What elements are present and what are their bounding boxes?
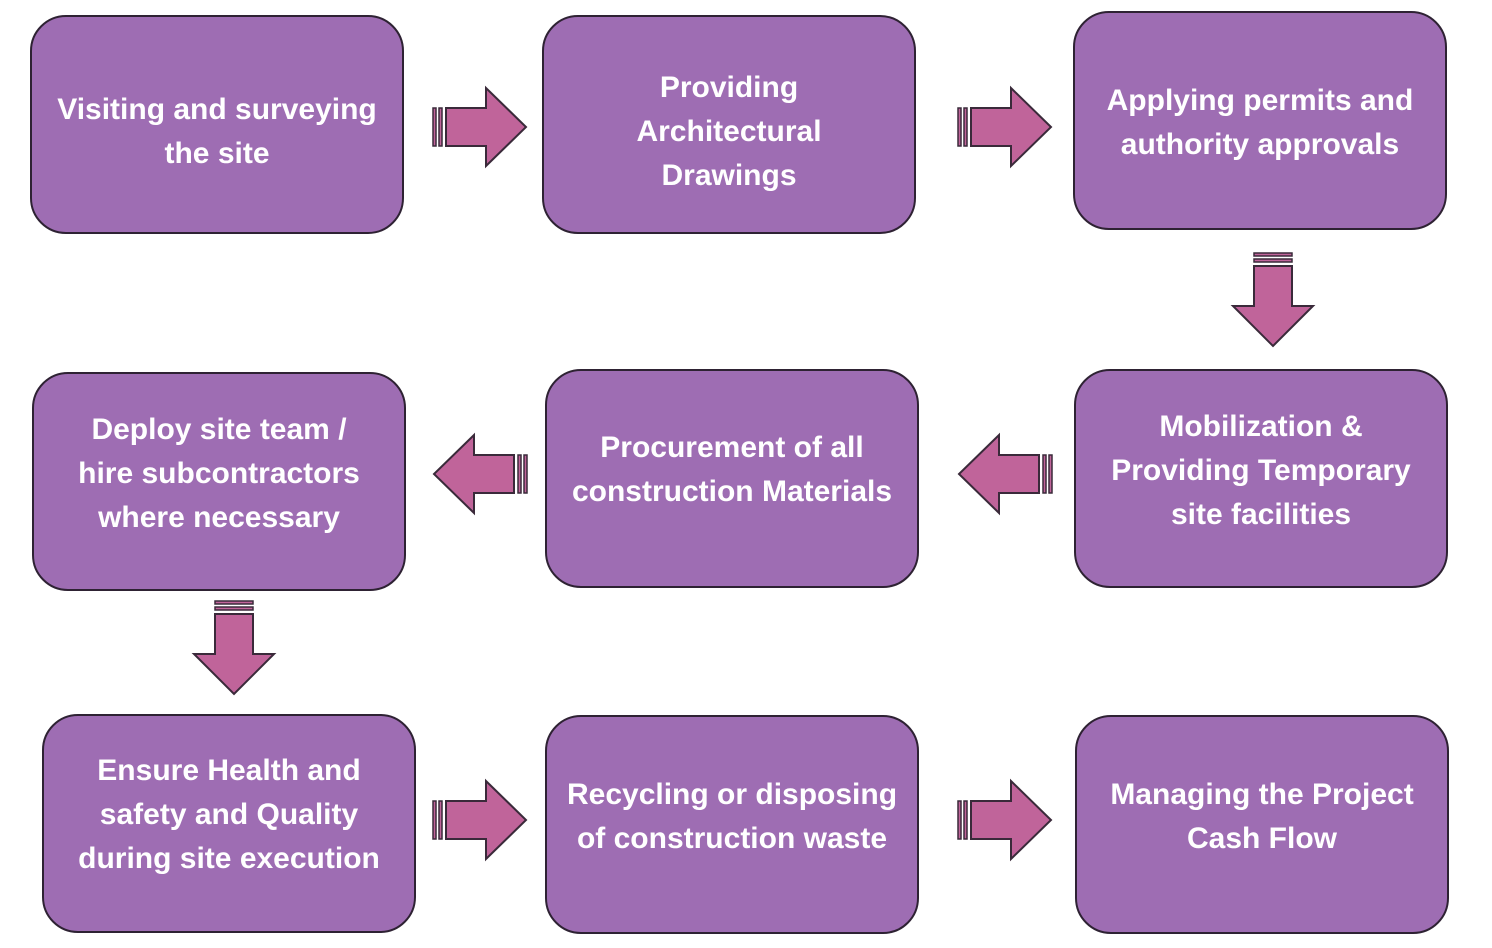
step-label: Visiting and surveying the site (57, 93, 377, 170)
step-deploy-team: Deploy site team / hire subcontractors w… (32, 372, 406, 591)
step-visiting-surveying: Visiting and surveying the site (30, 15, 404, 234)
step-label: Ensure Health and safety and Quality dur… (78, 754, 380, 875)
step-recycling-waste: Recycling or disposing of construction w… (545, 715, 919, 934)
arrow-right-icon (957, 778, 1053, 862)
arrow-down-icon (1230, 252, 1316, 348)
step-label: Deploy site team / hire subcontractors w… (78, 413, 360, 534)
step-cash-flow: Managing the Project Cash Flow (1075, 715, 1449, 934)
step-label: Procurement of all construction Material… (571, 431, 893, 508)
step-health-safety: Ensure Health and safety and Quality dur… (42, 714, 416, 933)
arrow-left-icon (432, 432, 528, 516)
step-label: Managing the Project Cash Flow (1110, 778, 1414, 855)
step-label: Recycling or disposing of construction w… (566, 778, 898, 855)
arrow-left-icon (957, 432, 1053, 516)
arrow-right-icon (432, 85, 528, 169)
step-procurement: Procurement of all construction Material… (545, 369, 919, 588)
step-permits-approvals: Applying permits and authority approvals (1073, 11, 1447, 230)
arrow-right-icon (957, 85, 1053, 169)
arrow-down-icon (191, 600, 277, 696)
step-label: Providing Architectural Drawings (636, 71, 822, 192)
step-mobilization: Mobilization & Providing Temporary site … (1074, 369, 1448, 588)
arrow-right-icon (432, 778, 528, 862)
step-label: Mobilization & Providing Temporary site … (1111, 410, 1411, 531)
step-label: Applying permits and authority approvals (1106, 84, 1414, 161)
step-architectural-drawings: Providing Architectural Drawings (542, 15, 916, 234)
